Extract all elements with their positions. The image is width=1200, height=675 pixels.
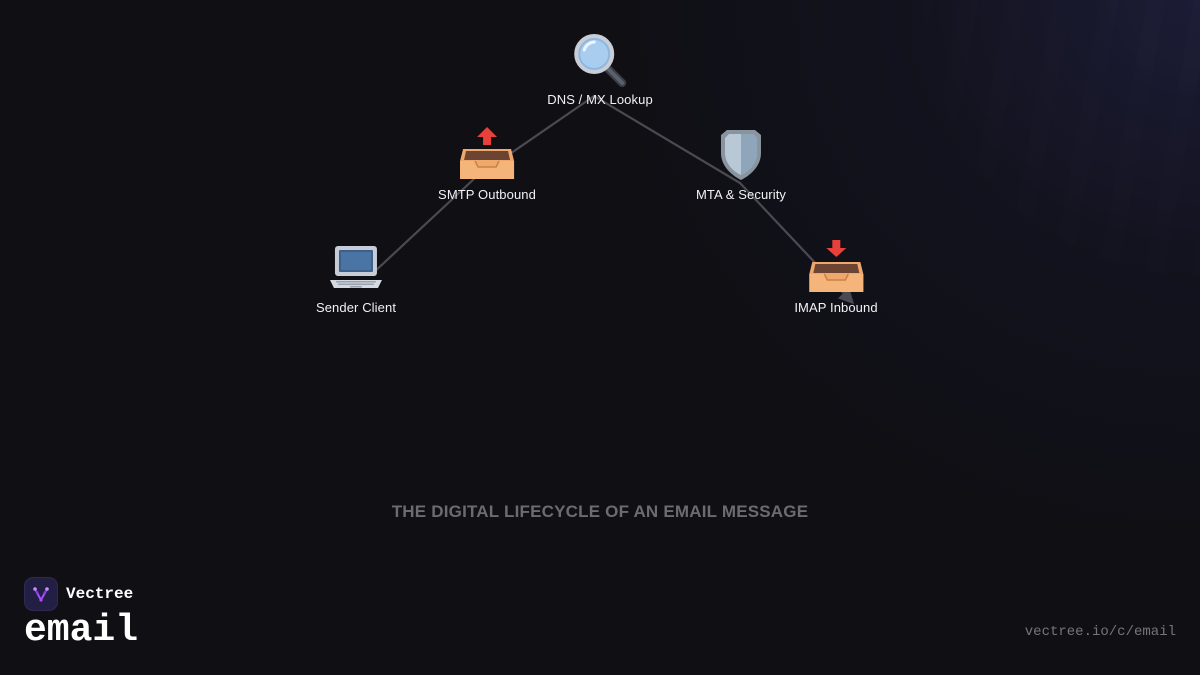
node-label: Sender Client xyxy=(315,300,397,315)
node-label: SMTP Outbound xyxy=(438,187,536,202)
outbox-tray-icon xyxy=(460,127,514,179)
topic-title: email xyxy=(24,609,139,652)
diagram-caption: THE DIGITAL LIFECYCLE OF AN EMAIL MESSAG… xyxy=(391,502,809,521)
node-smtp-outbound[interactable]: SMTP Outbound xyxy=(438,127,536,202)
node-mta-security[interactable]: MTA & Security xyxy=(696,127,786,202)
node-label: MTA & Security xyxy=(695,187,787,202)
node-label: IMAP Inbound xyxy=(794,300,878,315)
node-sender-client[interactable]: Sender Client xyxy=(316,240,396,315)
node-dns-mx-lookup[interactable]: DNS / MX Lookup xyxy=(547,32,653,107)
edge-dns-to-mta xyxy=(592,94,742,185)
brand-name: Vectree xyxy=(66,585,134,603)
footer-url[interactable]: vectree.io/c/email xyxy=(1024,624,1176,640)
node-imap-inbound[interactable]: IMAP Inbound xyxy=(794,240,878,315)
brand[interactable]: Vectree xyxy=(24,577,133,611)
node-label: DNS / MX Lookup xyxy=(547,92,653,107)
inbox-tray-icon xyxy=(808,240,863,292)
laptop-icon xyxy=(329,246,382,288)
magnifier-icon xyxy=(573,34,626,87)
shield-icon xyxy=(720,130,761,180)
vectree-logo-icon xyxy=(24,577,58,611)
edge-sender-to-smtp xyxy=(370,176,477,276)
